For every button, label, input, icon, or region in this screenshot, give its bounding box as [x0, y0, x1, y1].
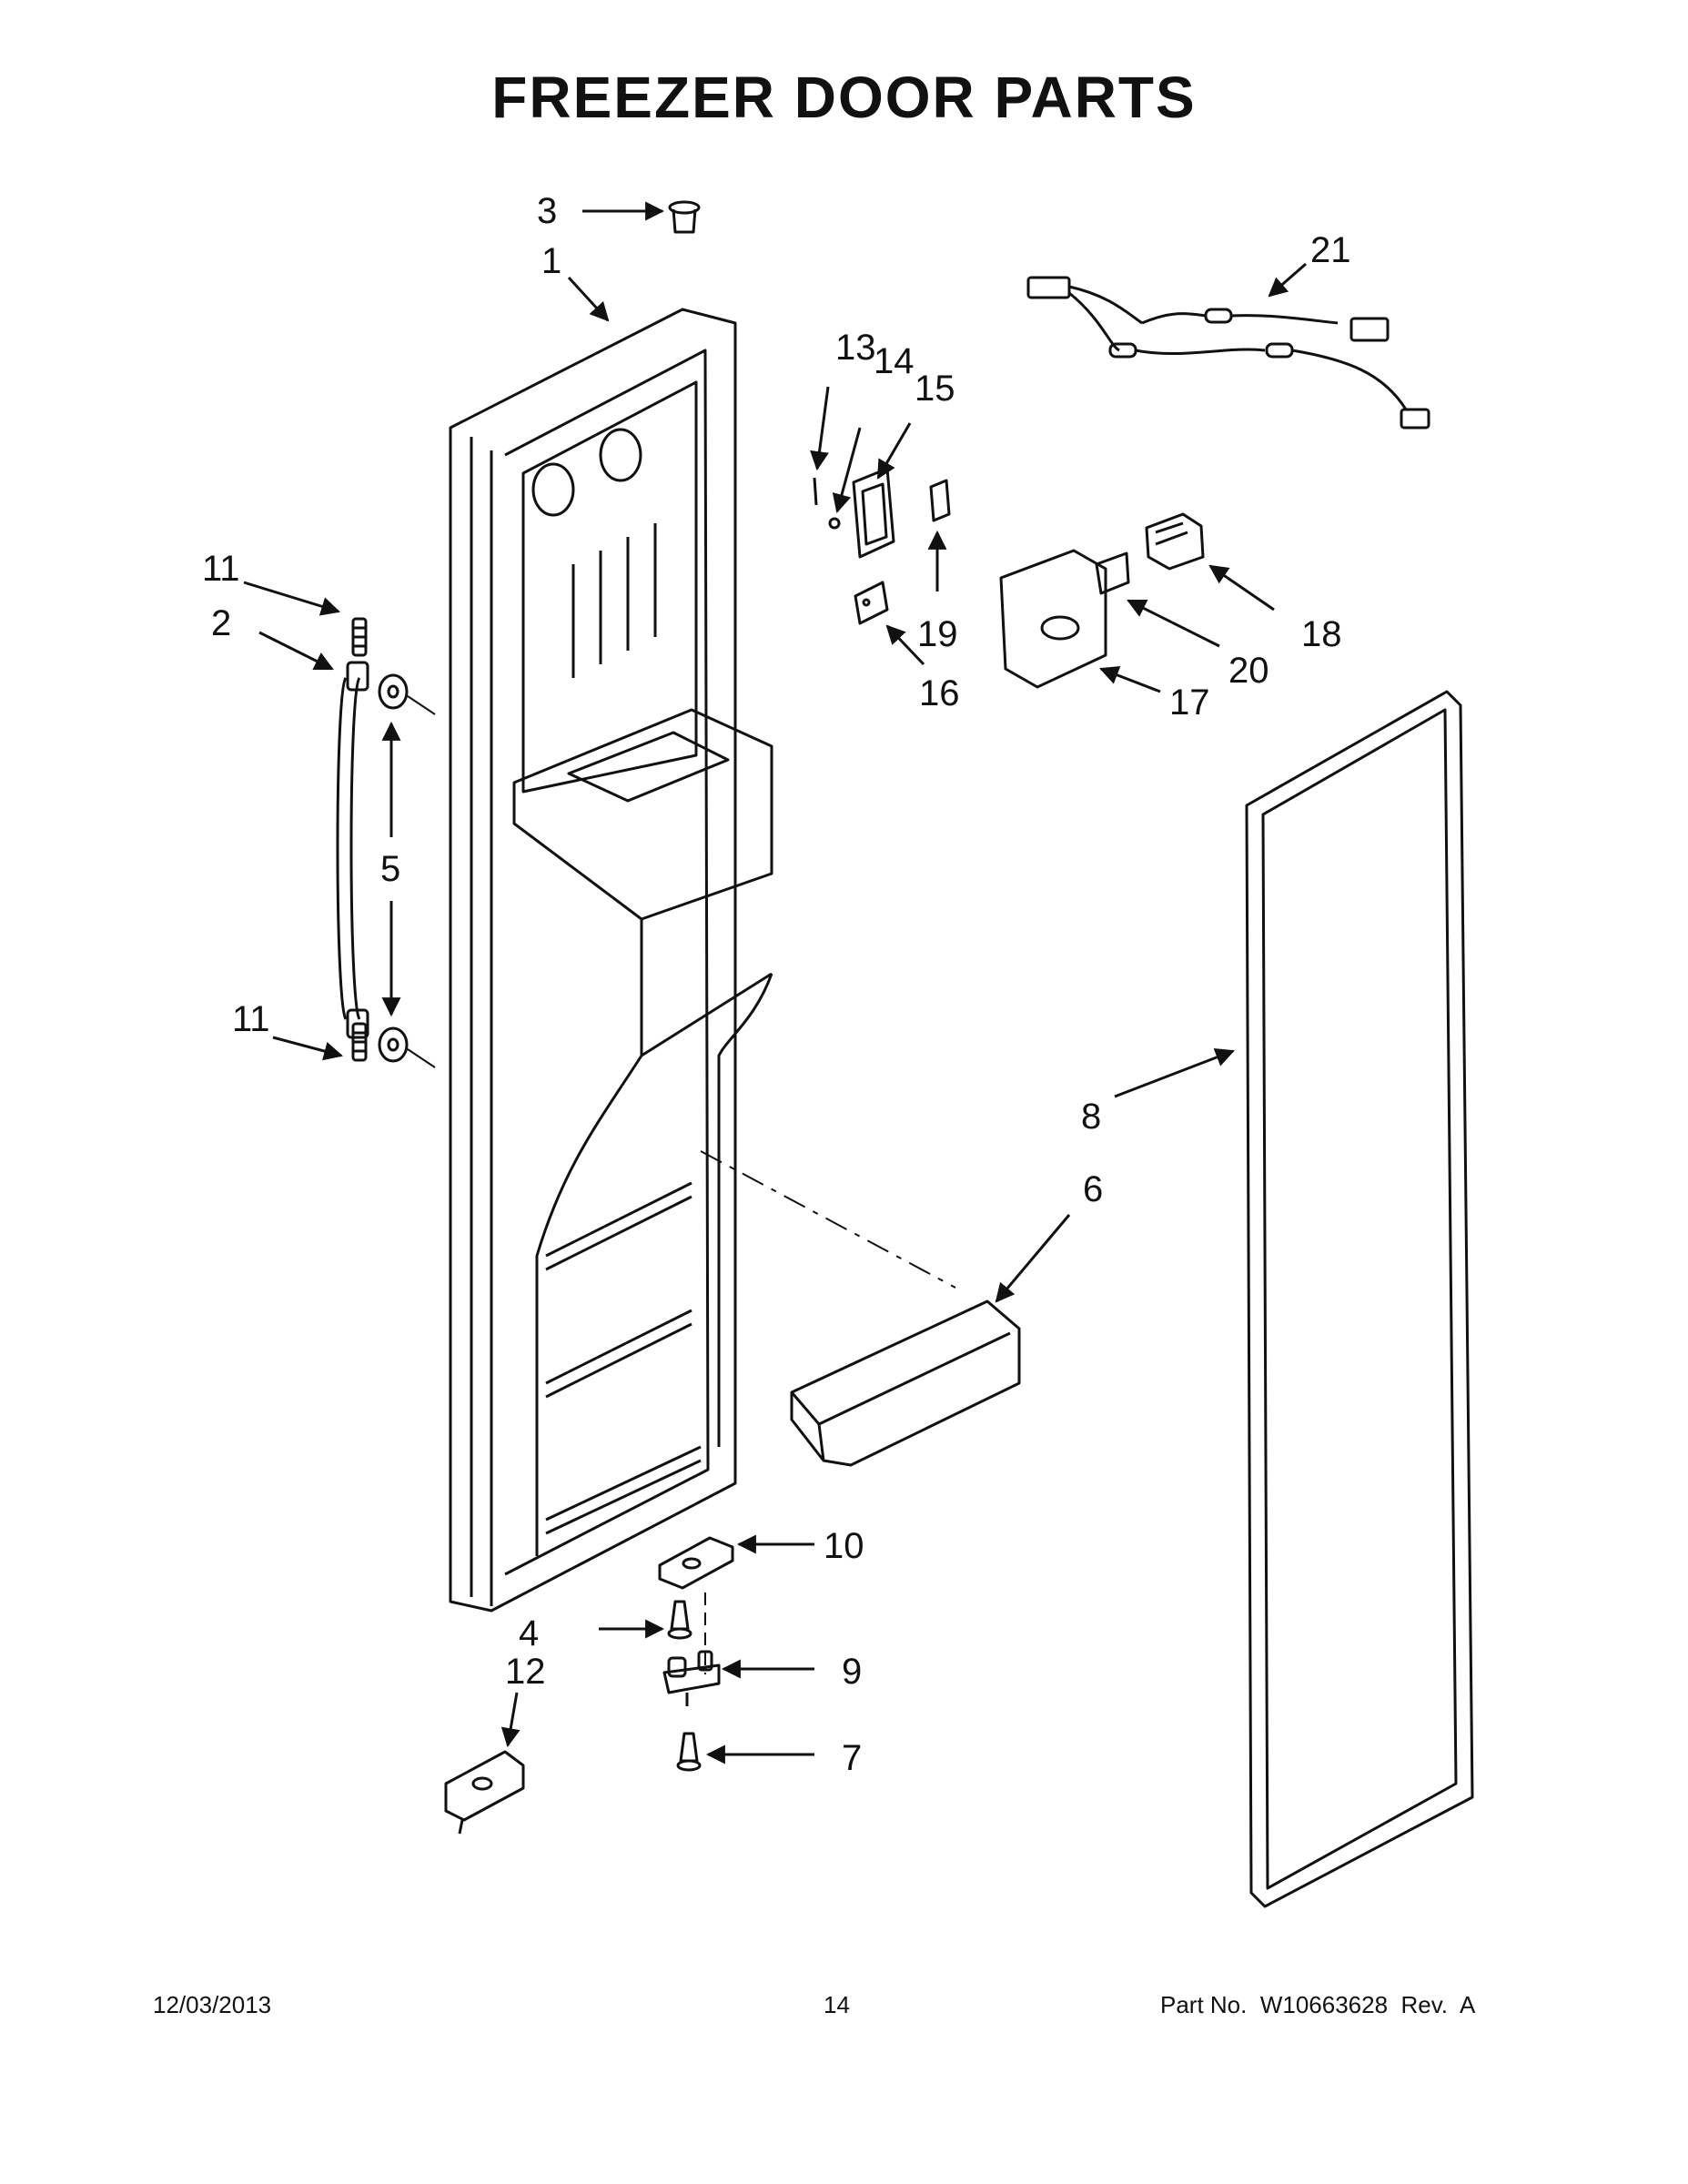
- callout-19: 19: [917, 614, 958, 654]
- footer-date: 12/03/2013: [153, 1991, 272, 2018]
- callout-7: 7: [842, 1738, 862, 1778]
- callout-12: 12: [505, 1652, 546, 1692]
- leader-16: [885, 624, 925, 666]
- actuator-part: [929, 479, 951, 522]
- door-bin: [790, 1299, 1021, 1467]
- door-liner: [449, 308, 773, 1613]
- leader-15: [876, 422, 912, 480]
- callout-21: 21: [1310, 230, 1351, 270]
- bin-mounting-line: [700, 1150, 956, 1289]
- switch-housing-part: [852, 467, 895, 559]
- wire-harness: [1026, 276, 1430, 430]
- leader-8: [1114, 1047, 1235, 1098]
- cap-part: [668, 200, 701, 234]
- callout-18: 18: [1301, 614, 1342, 654]
- leader-6: [995, 1214, 1071, 1303]
- hinge-part: [658, 1536, 734, 1590]
- hinge-cover: [444, 1750, 525, 1835]
- leader-21: [1268, 262, 1307, 298]
- callout-14: 14: [874, 341, 915, 381]
- callout-11-top: 11: [202, 549, 240, 589]
- handle-screw-top: [351, 617, 368, 657]
- leader-11-top: [243, 581, 341, 616]
- callout-13: 13: [835, 328, 876, 368]
- callout-8: 8: [1081, 1097, 1101, 1137]
- door-handle: [336, 661, 369, 1039]
- callout-3: 3: [537, 191, 557, 231]
- screw-small-part: [828, 517, 841, 530]
- switch-part: [854, 581, 889, 625]
- leader-13: [810, 386, 830, 471]
- handle-screw-bottom: [351, 1022, 368, 1062]
- leader-1: [567, 276, 610, 322]
- footer-page-number: 14: [824, 1991, 850, 2018]
- leader-17: [1099, 665, 1161, 693]
- callout-15: 15: [915, 369, 955, 409]
- footer-part-number: Part No. W10663628 Rev. A: [1160, 1991, 1476, 2018]
- page-title: FREEZER DOOR PARTS: [491, 65, 1197, 130]
- leader-18: [1208, 564, 1275, 612]
- leader-12: [500, 1692, 521, 1748]
- callout-4: 4: [519, 1613, 539, 1653]
- callout-9: 9: [842, 1652, 862, 1692]
- control-box-part: [999, 549, 1107, 689]
- callout-2: 2: [211, 603, 231, 643]
- leader-14: [832, 427, 862, 514]
- door-gasket: [1245, 690, 1474, 1908]
- leader-11-bottom: [272, 1036, 344, 1061]
- callout-17: 17: [1169, 682, 1210, 723]
- leader-lines: [243, 201, 1307, 1764]
- callout-1: 1: [541, 241, 561, 281]
- callout-10: 10: [824, 1526, 864, 1566]
- callout-20: 20: [1228, 651, 1269, 691]
- bracket-part: [1095, 551, 1130, 595]
- callout-5: 5: [380, 849, 400, 889]
- handle-spacer-top: [378, 673, 436, 715]
- leader-2: [258, 631, 334, 671]
- bracket-screw: [676, 1732, 702, 1772]
- callout-16: 16: [919, 673, 960, 713]
- hinge-pin-bracket: [662, 1650, 721, 1706]
- pin-part: [813, 477, 818, 506]
- circuit-board-part: [1145, 512, 1205, 571]
- callout-6: 6: [1083, 1169, 1103, 1209]
- handle-spacer-bottom: [378, 1026, 436, 1068]
- leader-20: [1127, 599, 1220, 648]
- callout-11-bottom: 11: [232, 999, 270, 1039]
- hinge-screw: [667, 1600, 692, 1640]
